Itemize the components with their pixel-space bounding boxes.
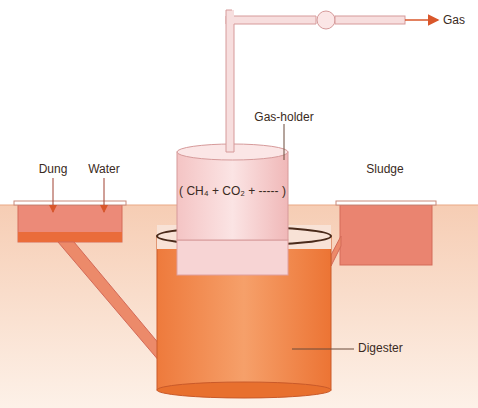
part-name: Digester <box>358 341 403 355</box>
part-name: Gas-holder <box>254 110 313 124</box>
output-label: Sludge <box>366 162 403 176</box>
input-label: Water <box>88 162 120 176</box>
output-label: Gas <box>443 13 465 27</box>
input-label: Dung <box>39 162 68 176</box>
gas-composition: ( CH₄ + CO₂ + ----- ) <box>179 184 286 198</box>
